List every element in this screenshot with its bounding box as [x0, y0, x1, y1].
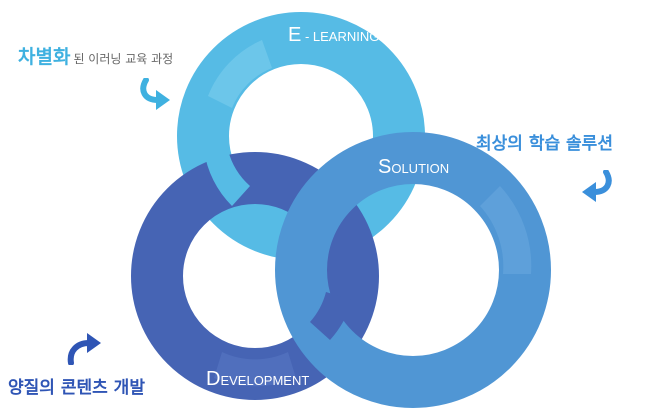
elearning-ring-highlight [208, 40, 272, 108]
curved-arrow-up-right-icon [67, 333, 101, 365]
curved-arrow-right-icon [140, 78, 170, 110]
development-rest: EVELOPMENT [220, 373, 309, 388]
elearning-callout-accent: 차별화 [18, 46, 71, 68]
development-ring-overlap [310, 292, 352, 340]
development-ring-label: DEVELOPMENT [206, 368, 309, 390]
solution-ring-label: SOLUTION [378, 156, 449, 178]
curved-arrow-left-icon [582, 170, 612, 202]
elearning-callout-rest: 된 이러닝 교육 과정 [73, 52, 174, 66]
solution-initial: S [378, 156, 391, 178]
elearning-ring-label: E - LEARNING [288, 24, 379, 46]
solution-rest: OLUTION [391, 161, 449, 176]
solution-callout: 최상의 학습 솔루션 [476, 134, 613, 154]
development-ring-highlight [214, 352, 296, 387]
solution-ring-highlight [480, 186, 532, 274]
development-callout: 양질의 콘텐츠 개발 [8, 378, 145, 398]
elearning-initial: E [288, 24, 301, 46]
development-initial: D [206, 368, 220, 390]
elearning-ring-overlap [204, 150, 250, 206]
elearning-rest: - LEARNING [301, 29, 379, 44]
